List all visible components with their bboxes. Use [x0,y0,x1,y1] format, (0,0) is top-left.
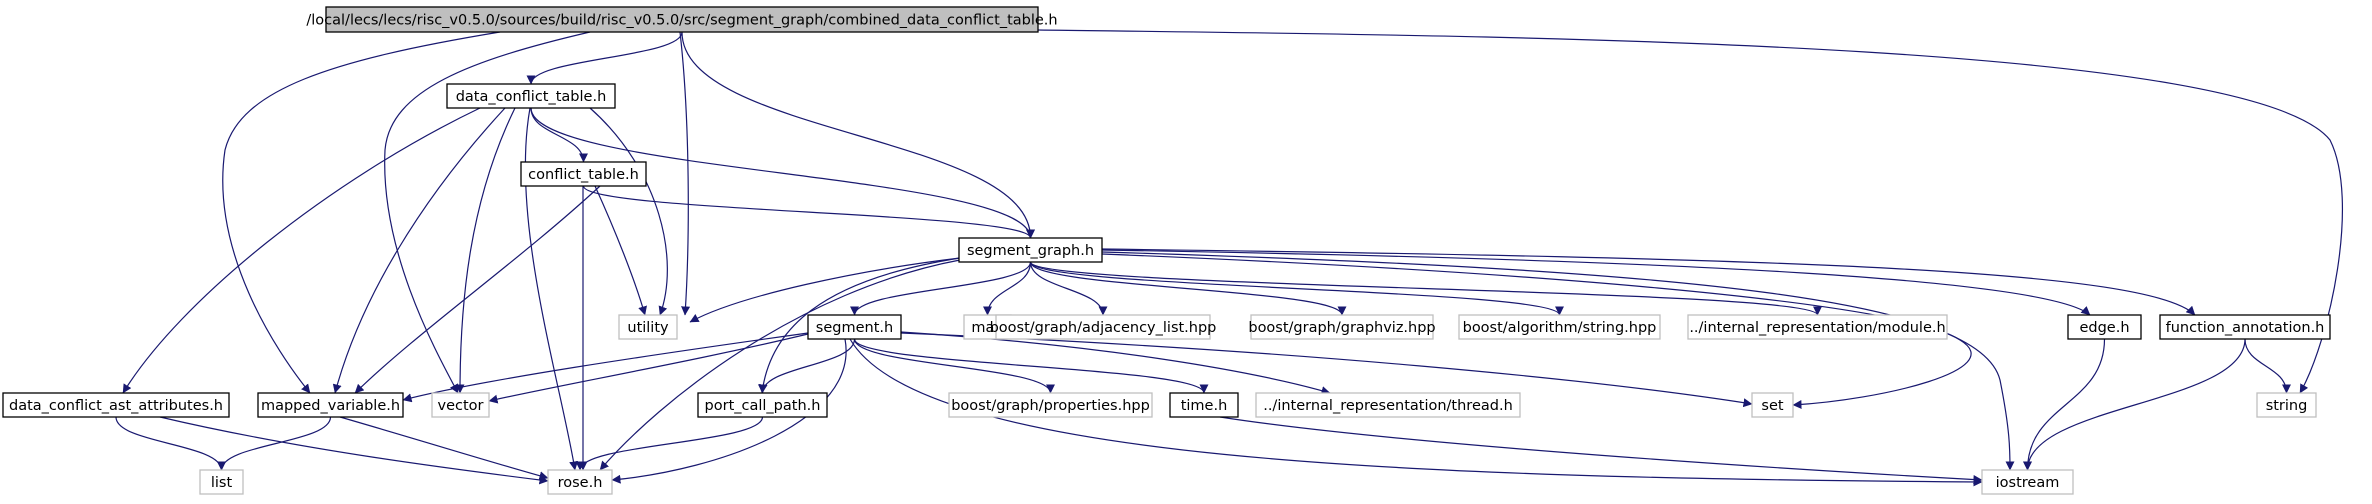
node-label: set [1761,398,1783,414]
node-props: boost/graph/properties.hpp [948,392,1153,418]
edge-dct-to-ct [530,107,588,163]
edge-seg-to-thread [900,331,1331,395]
edge-sg-to-seg [850,261,1032,316]
edge-dct-to-rose [524,107,579,471]
edge-sg-to-module [1029,261,1822,316]
edge-sg-to-utility [689,257,961,323]
node-label: boost/graph/graphviz.hpp [1248,320,1435,336]
edge-ct-to-utility [594,185,647,316]
edge-dcaa-to-rose [159,416,549,485]
edge-edge-to-iostream [2023,338,2106,471]
edge-root-to-string [1037,29,2344,394]
node-label: function_annotation.h [2166,320,2325,336]
node-dcaa[interactable]: data_conflict_ast_attributes.h [2,392,230,418]
edge-sg-to-iostream [1101,251,2015,471]
edge-root-to-vector [384,31,591,394]
node-pcp[interactable]: port_call_path.h [697,392,828,418]
edge-root-to-sg [681,31,1035,239]
edge-sg-to-map [983,261,1032,316]
node-label: boost/graph/adjacency_list.hpp [990,320,1217,336]
edge-sg-to-edge [1101,249,2091,316]
node-ct[interactable]: conflict_table.h [520,161,647,187]
edge-seg-to-props [853,338,1055,394]
edge-mv-to-rose [339,416,549,481]
edge-time-to-iostream [1219,416,1983,485]
node-label: time.h [1181,398,1228,414]
node-label: ../internal_representation/module.h [1689,320,1945,336]
node-label: segment_graph.h [967,243,1094,259]
edge-root-to-utility [679,31,691,316]
node-label: ../internal_representation/thread.h [1263,398,1513,414]
edge-sg-to-adj [1029,261,1108,316]
node-label: edge.h [2079,320,2129,336]
node-sg[interactable]: segment_graph.h [958,237,1103,263]
node-label: port_call_path.h [705,398,821,414]
edge-pcp-to-rose [575,416,764,471]
edge-sg-to-strhpp [1029,261,1564,316]
node-fa[interactable]: function_annotation.h [2159,314,2331,340]
node-root[interactable]: /local/lecs/lecs/risc_v0.5.0/sources/bui… [306,6,1058,33]
edge-seg-to-set [900,332,1753,408]
edge-sg-to-fa [1101,248,2196,316]
node-set: set [1751,392,1794,418]
node-seg[interactable]: segment.h [807,314,902,340]
node-label: boost/graph/properties.hpp [951,398,1150,414]
node-label: mapped_variable.h [261,398,400,414]
node-label: data_conflict_table.h [456,89,607,105]
edge-seg-to-time [853,338,1209,394]
node-label: rose.h [558,475,603,491]
node-edge[interactable]: edge.h [2067,314,2142,340]
node-label: segment.h [816,320,893,336]
node-utility: utility [618,314,678,340]
node-gviz: boost/graph/graphviz.hpp [1248,314,1436,340]
node-list: list [199,469,244,495]
edge-mv-to-list [217,416,332,471]
node-adj: boost/graph/adjacency_list.hpp [990,314,1217,340]
node-label: utility [627,320,669,336]
node-label: string [2266,398,2308,414]
node-time[interactable]: time.h [1169,392,1239,418]
edge-fa-to-iostream [2023,338,2246,471]
node-vector: vector [431,392,490,418]
edge-dcaa-to-list [115,416,226,471]
node-dct[interactable]: data_conflict_table.h [446,83,616,109]
edge-dct-to-utility [589,107,668,316]
node-mv[interactable]: mapped_variable.h [257,392,404,418]
edge-ct-to-mv [354,185,601,394]
edge-dct-to-sg [530,107,1035,239]
node-module: ../internal_representation/module.h [1687,314,1948,340]
edge-root-to-dct [526,31,683,85]
node-strhpp: boost/algorithm/string.hpp [1458,314,1661,340]
edge-seg-to-iostream [849,338,1983,487]
node-iostream: iostream [1981,469,2074,495]
edge-seg-to-mv [402,332,809,403]
edge-seg-to-pcp [758,338,856,394]
node-label: conflict_table.h [528,167,639,183]
edge-ct-to-sg [582,185,1035,239]
node-label: vector [438,398,484,414]
node-layer: /local/lecs/lecs/risc_v0.5.0/sources/bui… [2,6,2331,495]
node-rose: rose.h [547,469,613,495]
edge-sg-to-gviz [1029,261,1347,316]
node-label: boost/algorithm/string.hpp [1463,320,1657,336]
node-label: iostream [1996,475,2060,491]
edge-root-to-mv [222,31,501,394]
edge-dct-to-mv [332,107,506,394]
node-label: list [211,475,233,491]
node-thread: ../internal_representation/thread.h [1255,392,1521,418]
edge-seg-to-vector [488,333,809,404]
edge-dct-to-vector [455,107,516,394]
edge-seg-to-rose [611,338,847,484]
edge-layer [115,29,2344,487]
edge-fa-to-string [2244,338,2291,394]
node-label: data_conflict_ast_attributes.h [9,398,223,414]
edge-dct-to-dcaa [122,107,481,394]
node-string: string [2256,392,2317,418]
node-label: /local/lecs/lecs/risc_v0.5.0/sources/bui… [306,13,1057,29]
edge-sg-to-rose [599,259,961,471]
